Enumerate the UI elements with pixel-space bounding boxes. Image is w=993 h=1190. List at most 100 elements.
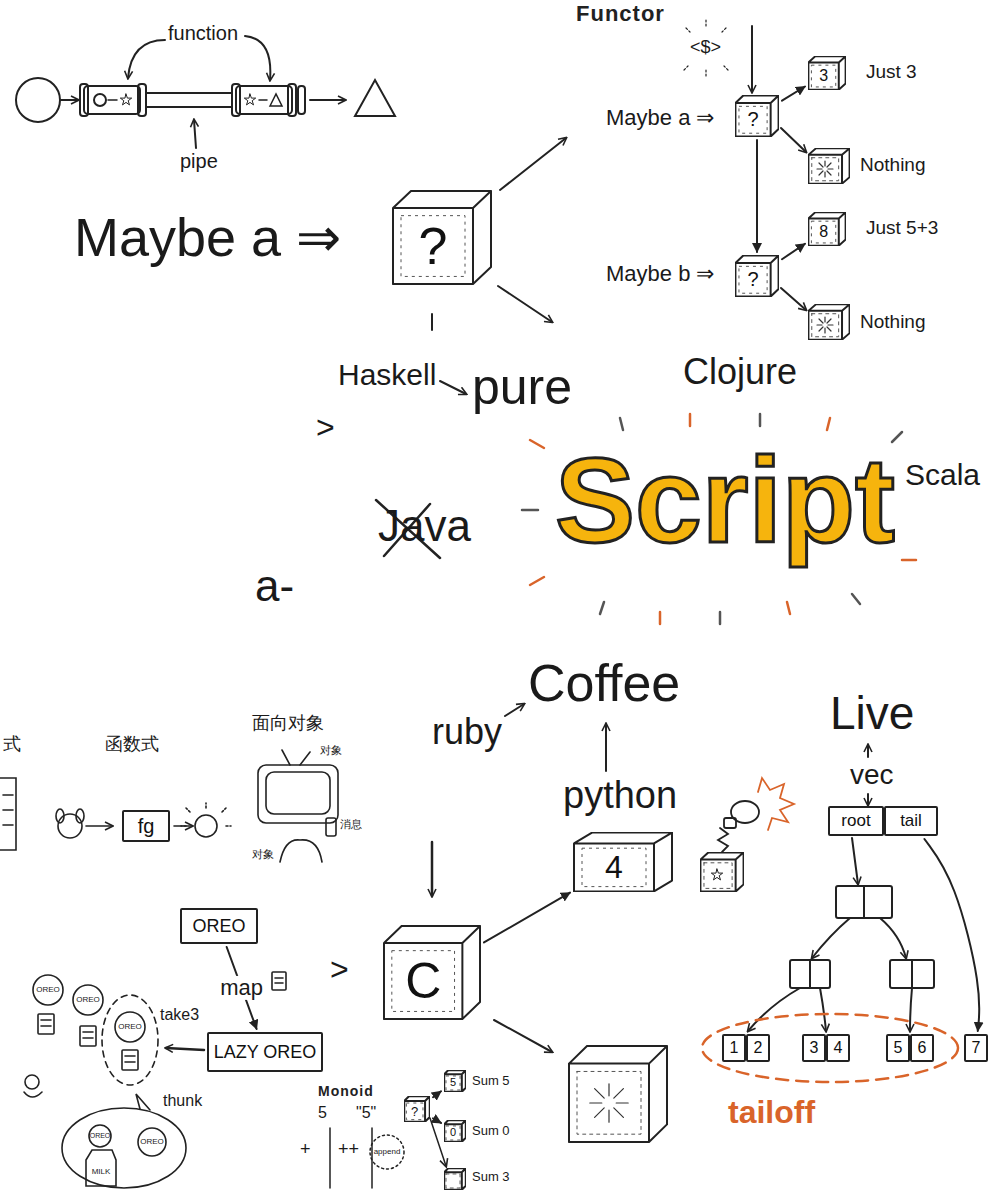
cube-outline xyxy=(384,926,480,1019)
box-face: 3 xyxy=(804,1036,824,1060)
lazy-oreo-sketch-part xyxy=(62,1108,186,1188)
text-label: Clojure xyxy=(683,352,797,392)
text-label: OREO xyxy=(140,1138,164,1147)
paradigm-sketches-part xyxy=(58,814,82,838)
cube-outline xyxy=(573,832,673,892)
pipe-illustration-part xyxy=(128,40,165,78)
pipe-illustration-part xyxy=(108,99,117,101)
maybe-arrows-part xyxy=(431,314,433,330)
pipe-illustration-part xyxy=(288,84,296,116)
vector-trie-part xyxy=(812,918,850,958)
text-box: 1 xyxy=(722,1034,746,1062)
lazy-oreo-sketch-part xyxy=(80,1026,96,1046)
box-text: ? xyxy=(747,269,758,290)
pipe-illustration-part xyxy=(61,99,78,101)
box-text: 1 xyxy=(730,1040,739,1057)
box-face: 8 xyxy=(808,218,839,246)
pipe-illustration-part xyxy=(146,93,232,107)
text-label: <$> xyxy=(690,38,721,58)
text-label: a- xyxy=(255,562,294,610)
text-label: OREO xyxy=(76,996,100,1005)
vector-trie xyxy=(702,745,958,1082)
functor-illustration-part xyxy=(684,20,728,76)
text-label: Sum 3 xyxy=(472,1170,510,1184)
text-label: Coffee xyxy=(528,655,680,712)
script-rays xyxy=(522,414,916,624)
vector-trie-part xyxy=(852,838,858,884)
text-label: OREO xyxy=(36,986,60,995)
cube-box: 3 xyxy=(808,56,846,90)
cube-outline xyxy=(735,255,778,296)
text-box: fg xyxy=(122,810,170,842)
text-label: Java xyxy=(378,502,471,550)
paradigm-sketches-part xyxy=(266,772,330,814)
box-face: 3 xyxy=(808,62,839,90)
language-arrows-part xyxy=(569,1046,667,1142)
text-label: 函数式 xyxy=(105,735,159,755)
text-label: ruby xyxy=(432,712,502,752)
jack-in-box-part xyxy=(718,828,728,852)
text-label: Nothing xyxy=(860,312,926,333)
lazy-oreo-sketch-part xyxy=(138,1128,166,1156)
cube-outline xyxy=(444,1070,466,1092)
text-label: Maybe b ⇒ xyxy=(606,262,715,286)
lazy-oreo-sketch-part xyxy=(33,975,63,1005)
text-label: Maybe a ⇒ xyxy=(606,106,715,130)
monoid-table-part xyxy=(430,1118,446,1166)
language-arrows-part xyxy=(494,1020,552,1052)
cube-outline xyxy=(574,833,672,892)
pipe-illustration-part xyxy=(138,84,146,116)
pipe-illustration-part xyxy=(259,99,267,101)
paradigm-sketches-part xyxy=(181,803,231,826)
title-word: Script xyxy=(555,440,895,560)
pipe-illustration-part xyxy=(236,86,292,114)
pipe-illustration-part xyxy=(244,94,255,105)
text-box: 4 xyxy=(826,1034,850,1062)
box-text: C xyxy=(405,955,441,1008)
cube-outline xyxy=(735,95,778,136)
vector-trie-part xyxy=(880,918,906,958)
highlight-label: tailoff xyxy=(728,1095,815,1130)
text-box: LAZY OREO xyxy=(207,1032,323,1072)
paradigm-sketches-part xyxy=(174,825,192,827)
pipe-illustration-part xyxy=(120,94,131,105)
maybe-arrows-part xyxy=(498,286,552,322)
paradigm-sketches-part xyxy=(326,818,336,836)
text-label: vec xyxy=(850,760,894,791)
cube-box: 0 xyxy=(444,1120,466,1142)
text-label: OREO xyxy=(90,1132,111,1140)
vector-trie-part xyxy=(790,960,830,988)
pipe-illustration-part xyxy=(16,78,60,122)
box-face: OREO xyxy=(182,910,256,942)
maybe-arrows xyxy=(432,138,566,394)
box-text: 3 xyxy=(810,1040,819,1057)
cube-box: ? xyxy=(735,95,779,137)
language-arrows-part xyxy=(505,704,524,716)
jack-in-box-part xyxy=(758,778,794,830)
lazy-oreo-sketch-part xyxy=(275,978,283,983)
box-text: tail xyxy=(900,812,922,830)
box-face: ? xyxy=(735,103,771,137)
lazy-oreo-sketch-part xyxy=(89,1125,111,1147)
script-rays-part xyxy=(852,594,860,604)
text-label: 5 xyxy=(318,1104,327,1122)
jack-in-box-part xyxy=(711,869,722,880)
box-face: 5 xyxy=(888,1036,908,1060)
pipe-illustration-part xyxy=(245,36,270,80)
script-rays-part xyxy=(719,612,722,624)
paradigm-sketches-part xyxy=(258,765,338,823)
maybe-arrows-part xyxy=(440,381,466,394)
text-label: > xyxy=(316,410,335,445)
box-text: 4 xyxy=(834,1040,843,1057)
jack-in-box-part xyxy=(700,852,743,891)
connector xyxy=(433,1118,441,1123)
script-rays-part xyxy=(530,440,544,448)
functor-illustration-part xyxy=(781,288,806,310)
lazy-oreo-sketch-part xyxy=(136,1094,150,1110)
cube-outline xyxy=(404,1096,429,1121)
text-label: 对象 xyxy=(320,744,342,756)
text-label: Functor xyxy=(576,2,665,26)
lazy-oreo-sketch-part xyxy=(41,1020,51,1026)
paradigm-sketches xyxy=(0,750,338,862)
box-text: 5 xyxy=(894,1040,903,1057)
